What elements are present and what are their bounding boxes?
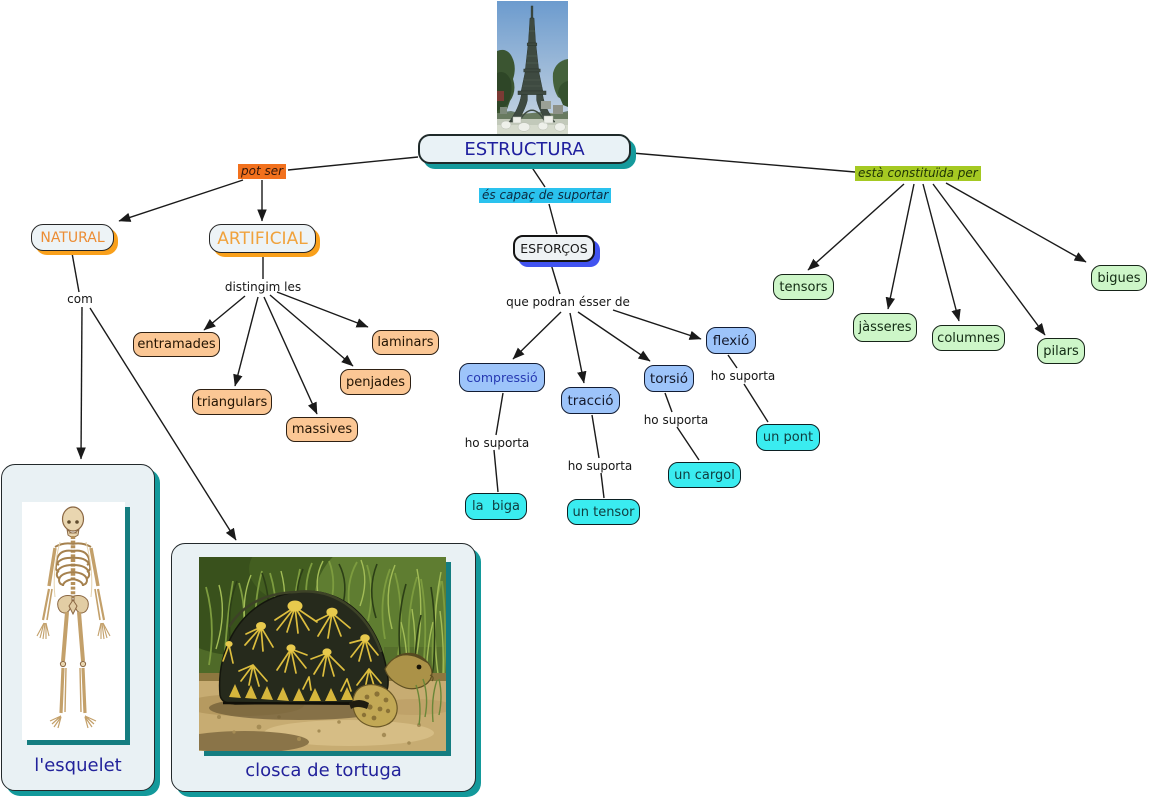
edge-estructura-constituida [631,152,856,173]
concept-flexio[interactable]: flexió [706,327,756,354]
concept-traccio[interactable]: tracció [561,387,620,414]
edge-potser-natural [118,179,244,222]
linking-phrase-ho-suporta-torsio[interactable]: ho suporta [643,413,709,427]
concept-un-tensor[interactable]: un tensor [567,499,640,525]
edge-constituida-tensors [807,183,905,271]
edge-distingim-entramades [203,295,246,331]
edge-quepodran-compressio [512,311,562,360]
concept-esforcos[interactable]: ESFORÇOS [513,235,595,262]
concept-compressio[interactable]: compressió [459,363,545,392]
concept-tortuga-box[interactable]: closca de tortuga [171,543,476,792]
linking-phrase-pot-ser[interactable]: pot ser [238,164,287,179]
linking-phrase-ho-suporta-compressio[interactable]: ho suporta [464,436,530,450]
edge-quepodran-traccio [569,312,587,384]
eiffel-tower-image[interactable] [497,1,568,135]
edge-estructura-potser [287,156,419,171]
linking-phrase-com[interactable]: com [67,292,93,306]
edge-com-esquelet [76,306,86,460]
concept-triangulars[interactable]: triangulars [192,389,272,415]
edge-constituida-bigues [945,182,1087,263]
edge-compressio-hosuporta [495,392,504,436]
edge-distingim-laminars [276,291,369,328]
eiffel-tower-graphic [497,1,568,135]
edge-com-tortuga [89,307,237,541]
concept-esquelet-label: l'esquelet [34,755,122,776]
edge-constituida-columnes [922,183,961,322]
edge-traccio-hosuporta [591,414,600,459]
concept-esquelet-box[interactable]: l'esquelet [1,464,155,791]
concept-tortuga-label: closca de tortuga [245,760,402,781]
concept-bigues[interactable]: bigues [1091,265,1147,291]
edge-flexio-hosuporta [727,354,738,369]
concept-jasseres[interactable]: jàsseres [853,313,917,342]
concept-entramades[interactable]: entramades [133,332,220,357]
linking-phrase-ho-suporta-traccio[interactable]: ho suporta [567,459,633,473]
edge-natural-com [71,252,80,293]
concept-columnes[interactable]: columnes [932,325,1005,351]
edge-quepodran-torsio [577,311,651,362]
concept-pilars[interactable]: pilars [1037,338,1085,364]
concept-la-biga[interactable]: la biga [465,493,527,520]
turtle-image [199,557,446,751]
edge-capac-esforcos [548,203,558,235]
concept-natural[interactable]: NATURAL [31,224,114,251]
edge-constituida-jasseres [885,183,915,310]
linking-phrase-distingim-les[interactable]: distingim les [224,280,302,294]
linking-phrase-es-capac-de-suportar[interactable]: és capaç de suportar [479,188,612,203]
concept-torsio[interactable]: torsió [644,365,694,392]
edge-hosuporta-uncargol [676,426,700,461]
edge-distingim-penjades [269,294,354,367]
edge-distingim-triangulars [233,296,259,387]
concept-tensors[interactable]: tensors [773,274,834,300]
skeleton-image [22,502,125,740]
linking-phrase-que-podran-esser-de[interactable]: que podran ésser de [506,295,630,309]
edge-quepodran-flexio [612,309,702,340]
edge-distingim-massives [263,296,318,415]
concept-artificial[interactable]: ARTIFICIAL [209,224,316,253]
concept-laminars[interactable]: laminars [372,330,439,355]
linking-phrase-esta-constituida-per[interactable]: està constituïda per [855,166,981,181]
edge-esforcos-quepodran [550,263,561,295]
edge-hosuporta-labiga [493,449,499,493]
concept-un-cargol[interactable]: un cargol [668,462,741,488]
concept-penjades[interactable]: penjades [340,369,411,395]
linking-phrase-ho-suporta-flexio[interactable]: ho suporta [710,369,776,383]
edge-torsio-hosuporta [664,392,673,413]
concept-estructura[interactable]: ESTRUCTURA [418,134,631,164]
concept-un-pont[interactable]: un pont [756,424,820,451]
concept-massives[interactable]: massives [286,417,358,442]
edge-constituida-pilars [932,183,1046,336]
edge-hosuporta-untensor [600,472,605,499]
edge-hosuporta-unpont [743,383,769,423]
edge-estructura-capac [530,165,546,188]
